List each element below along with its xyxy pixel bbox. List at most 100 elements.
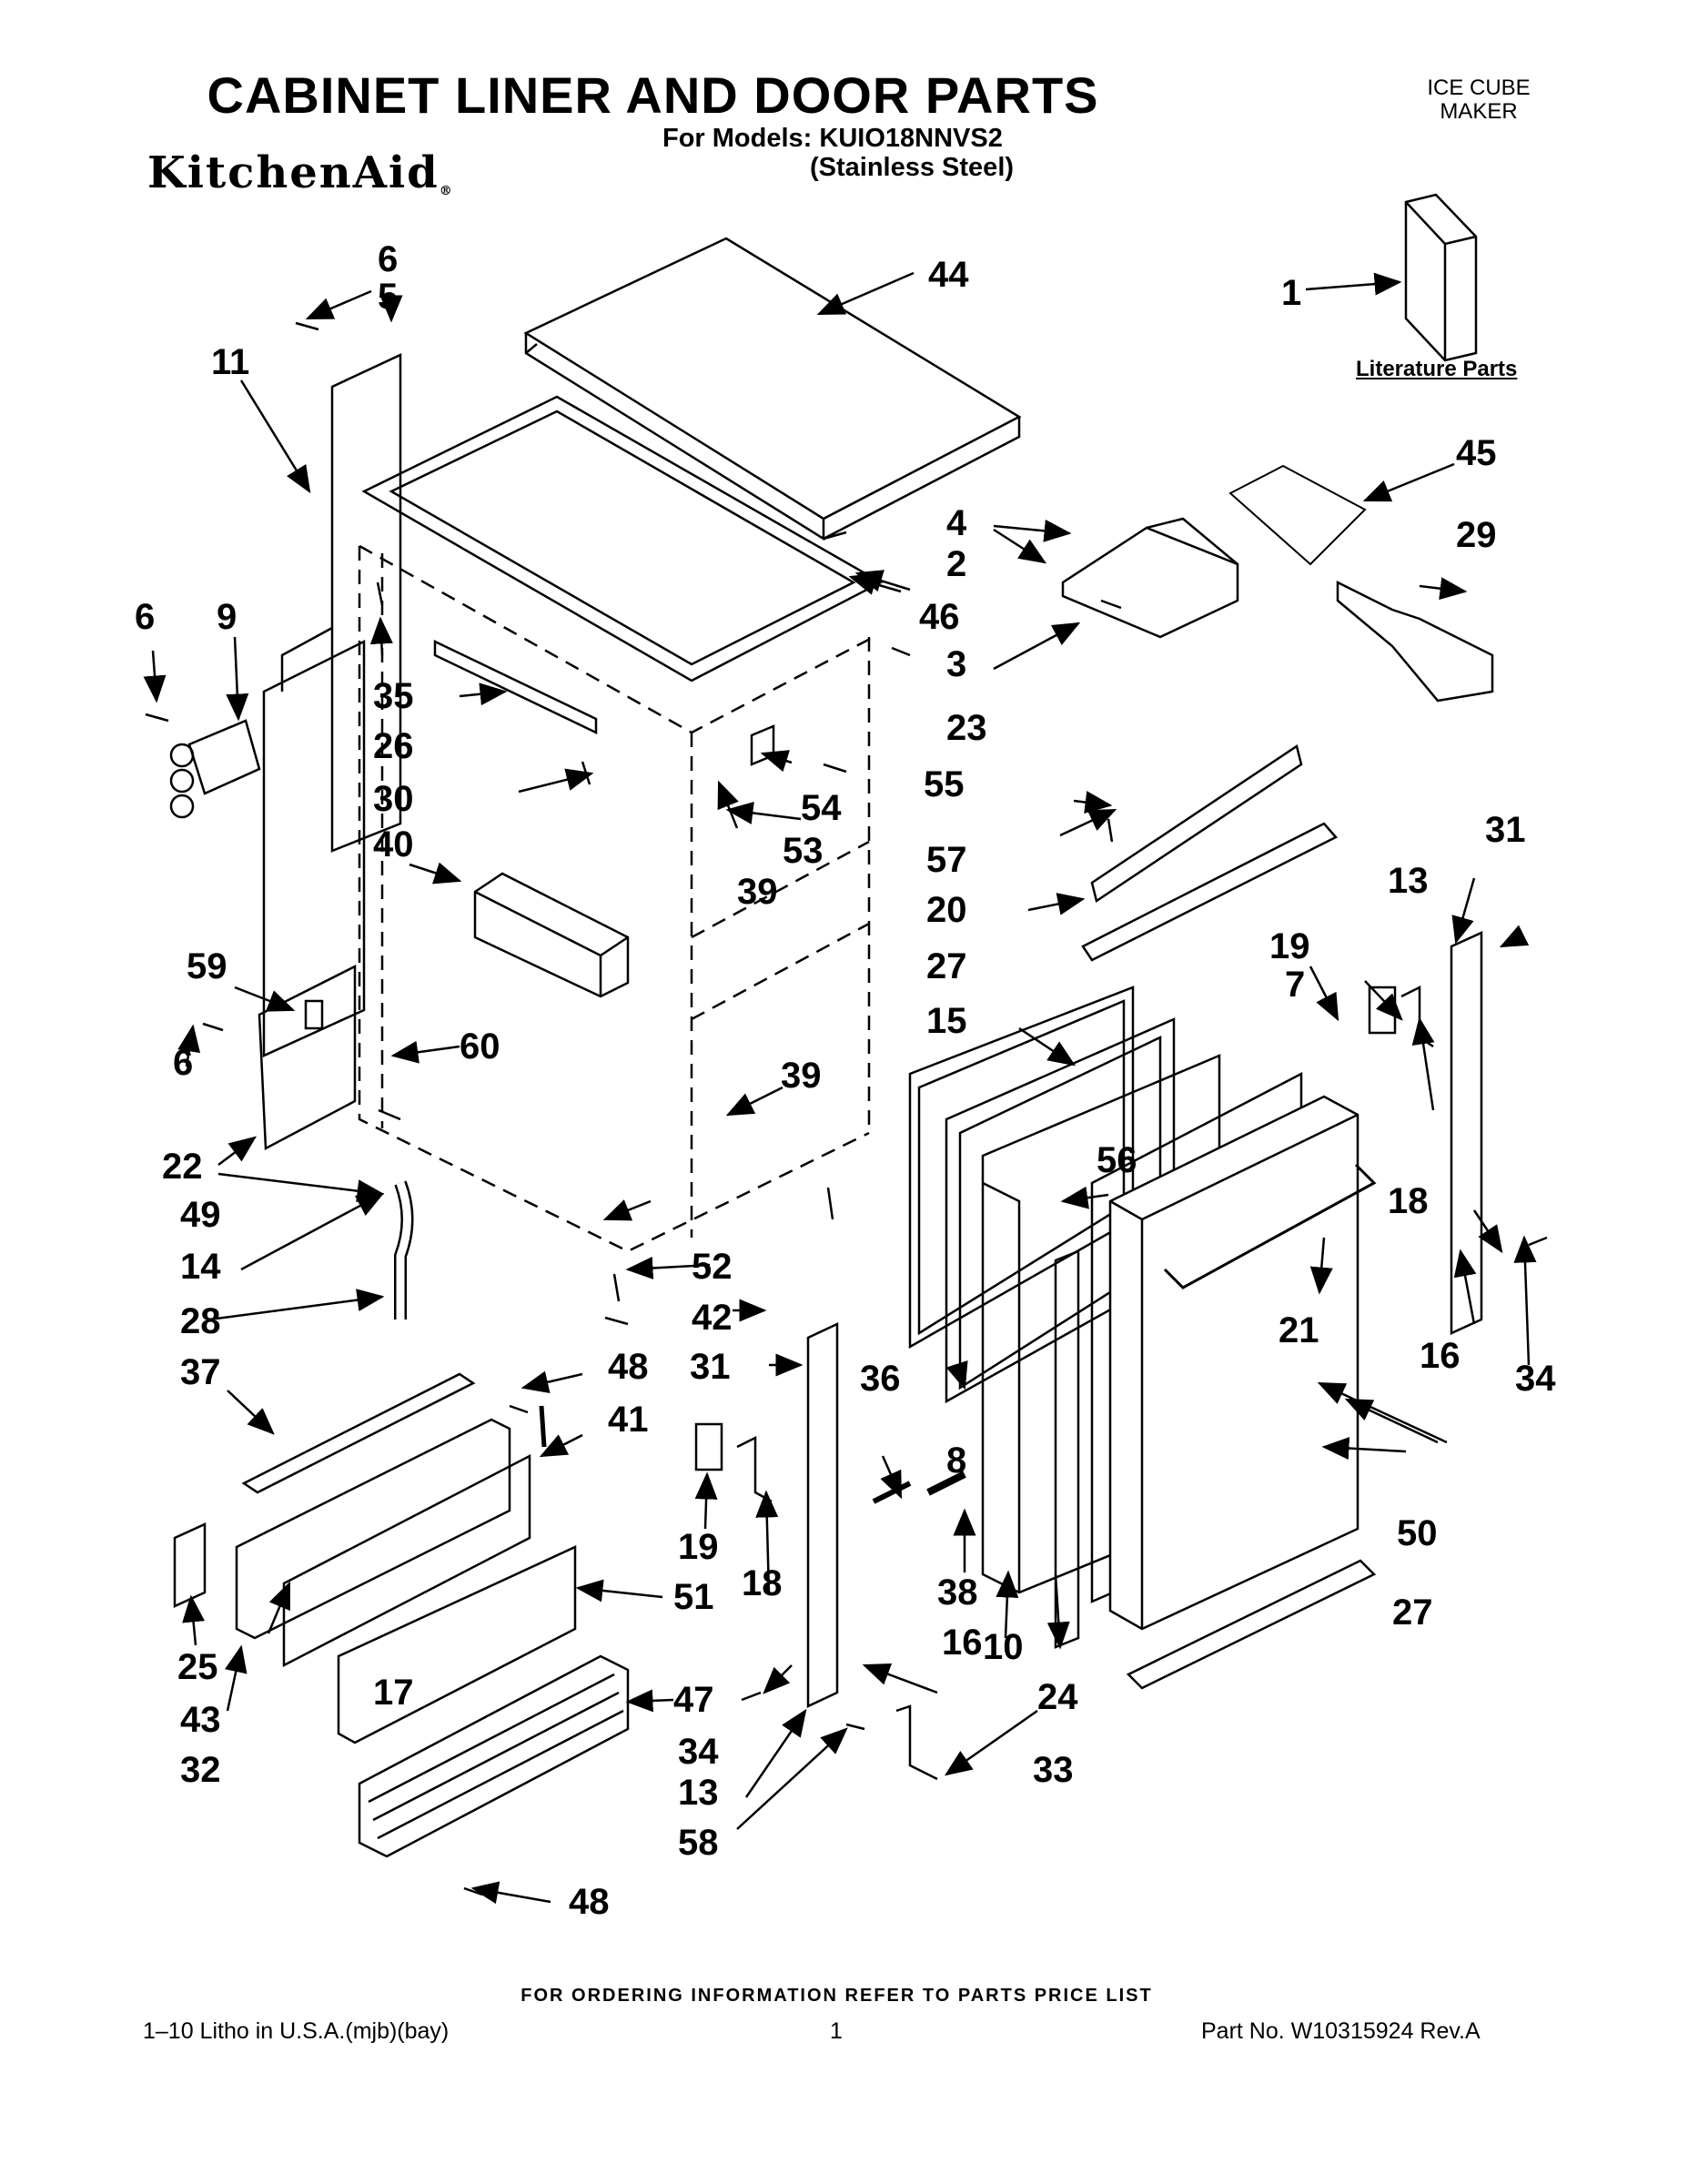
page-title: CABINET LINER AND DOOR PARTS: [207, 66, 1099, 124]
kick-bracket-part: [241, 1372, 476, 1494]
brand-registered-mark: ®: [439, 184, 454, 198]
callout-30: 30: [373, 779, 414, 819]
sheet-part: [1228, 464, 1367, 566]
grille-part: [358, 1654, 630, 1858]
callout-55: 55: [924, 764, 965, 804]
callout-29: 29: [1456, 515, 1497, 555]
callout-40: 40: [373, 824, 414, 864]
callout-15: 15: [926, 1001, 967, 1041]
door-outer-part: [1108, 1095, 1359, 1631]
callout-6-lower: 6: [173, 1043, 194, 1083]
callout-20: 20: [926, 890, 967, 930]
product-tag: ICE CUBE MAKER: [1365, 76, 1592, 124]
literature-parts-label: Literature Parts: [1356, 357, 1518, 381]
callout-37: 37: [180, 1352, 221, 1392]
callout-33: 33: [1033, 1750, 1074, 1790]
ordering-note: FOR ORDERING INFORMATION REFER TO PARTS …: [521, 1986, 1153, 2006]
callout-48-top: 48: [608, 1347, 649, 1387]
callout-21: 21: [1279, 1310, 1319, 1350]
callout-3: 3: [946, 644, 967, 684]
callout-5: 5: [378, 277, 399, 317]
product-line-2: MAKER: [1440, 99, 1518, 124]
callout-48-bottom: 48: [569, 1882, 610, 1922]
callout-53: 53: [783, 831, 824, 871]
callout-39-top: 39: [737, 872, 778, 912]
callout-42: 42: [692, 1298, 733, 1338]
brand-logo: KitchenAid®: [147, 147, 454, 198]
door-cap-part: [1081, 822, 1338, 962]
callout-19-left: 19: [678, 1527, 719, 1567]
shelf-bracket-part: [1061, 517, 1239, 639]
callout-17: 17: [373, 1673, 414, 1713]
toe-panel-part: [282, 1453, 531, 1668]
top-cover-part: [523, 237, 1022, 541]
insulation-part: [235, 1418, 511, 1640]
callout-6-left: 6: [135, 597, 156, 637]
callout-16-right: 16: [1420, 1336, 1461, 1376]
bracket-part: [169, 719, 261, 819]
callout-1: 1: [1281, 273, 1302, 313]
callout-27-bottom: 27: [1392, 1592, 1433, 1633]
callout-52: 52: [692, 1247, 733, 1287]
callout-18-right: 18: [1388, 1181, 1429, 1221]
callout-59: 59: [187, 946, 227, 986]
callout-51: 51: [673, 1577, 714, 1617]
callout-2: 2: [946, 544, 967, 584]
callout-26: 26: [373, 726, 414, 766]
callout-44: 44: [928, 255, 969, 295]
literature-booklet-part: [1404, 193, 1478, 362]
callout-31-left: 31: [690, 1347, 731, 1387]
door-strip-part: [1054, 1249, 1080, 1649]
callout-24: 24: [1037, 1677, 1078, 1717]
part-number: Part No. W10315924 Rev.A: [1201, 2018, 1481, 2044]
callout-60: 60: [460, 1026, 500, 1067]
callout-4: 4: [946, 503, 967, 543]
panel-part: [258, 964, 357, 1151]
hinge-rail-right-part: [1450, 931, 1483, 1335]
callout-14: 14: [180, 1247, 221, 1287]
callout-57: 57: [926, 840, 967, 880]
small-plate-part: [173, 1522, 207, 1608]
hinge-bracket-part: [1090, 743, 1303, 904]
hinge-bracket-right-part: [1400, 985, 1434, 1048]
callout-38: 38: [937, 1572, 978, 1613]
kickplate-part: [337, 1545, 577, 1744]
small-bracket-part: [750, 724, 775, 766]
cabinet-liner-part: [358, 544, 874, 1253]
product-line-1: ICE CUBE: [1427, 76, 1531, 100]
callout-27-top: 27: [926, 946, 967, 986]
callout-23: 23: [946, 708, 987, 748]
callout-54: 54: [801, 788, 842, 828]
hinge-plate-left-part: [694, 1422, 723, 1471]
callout-56: 56: [1097, 1140, 1137, 1180]
callout-49: 49: [180, 1195, 221, 1235]
callout-16-left: 16: [942, 1623, 983, 1663]
callout-36: 36: [860, 1359, 901, 1399]
callout-28: 28: [180, 1301, 221, 1341]
callout-47: 47: [673, 1680, 714, 1720]
finish-line: (Stainless Steel): [810, 153, 1015, 182]
callout-10: 10: [983, 1627, 1024, 1667]
bin-part: [473, 872, 630, 998]
callout-8: 8: [946, 1441, 967, 1481]
callout-25: 25: [177, 1647, 218, 1687]
callout-13-left: 13: [678, 1773, 719, 1813]
door-handle-part: [1163, 1163, 1377, 1289]
litho-info: 1–10 Litho in U.S.A.(mjb)(bay): [143, 2018, 450, 2044]
brand-name: KitchenAid: [147, 147, 440, 198]
callout-34-left: 34: [678, 1732, 719, 1772]
callout-43: 43: [180, 1700, 221, 1740]
callout-31-right: 31: [1485, 810, 1526, 850]
callout-34-right: 34: [1515, 1359, 1556, 1399]
callout-39-bottom: 39: [781, 1056, 822, 1096]
callout-18-left: 18: [742, 1563, 783, 1603]
models-line: For Models: KUIO18NNVS2: [662, 124, 1003, 153]
side-bracket-part: [262, 353, 402, 1057]
callout-35: 35: [373, 676, 414, 716]
callout-32: 32: [180, 1750, 221, 1790]
lower-hinge-bracket-part: [895, 1704, 938, 1781]
callout-22: 22: [162, 1147, 203, 1187]
callout-50: 50: [1397, 1513, 1438, 1553]
callout-45: 45: [1456, 433, 1497, 473]
